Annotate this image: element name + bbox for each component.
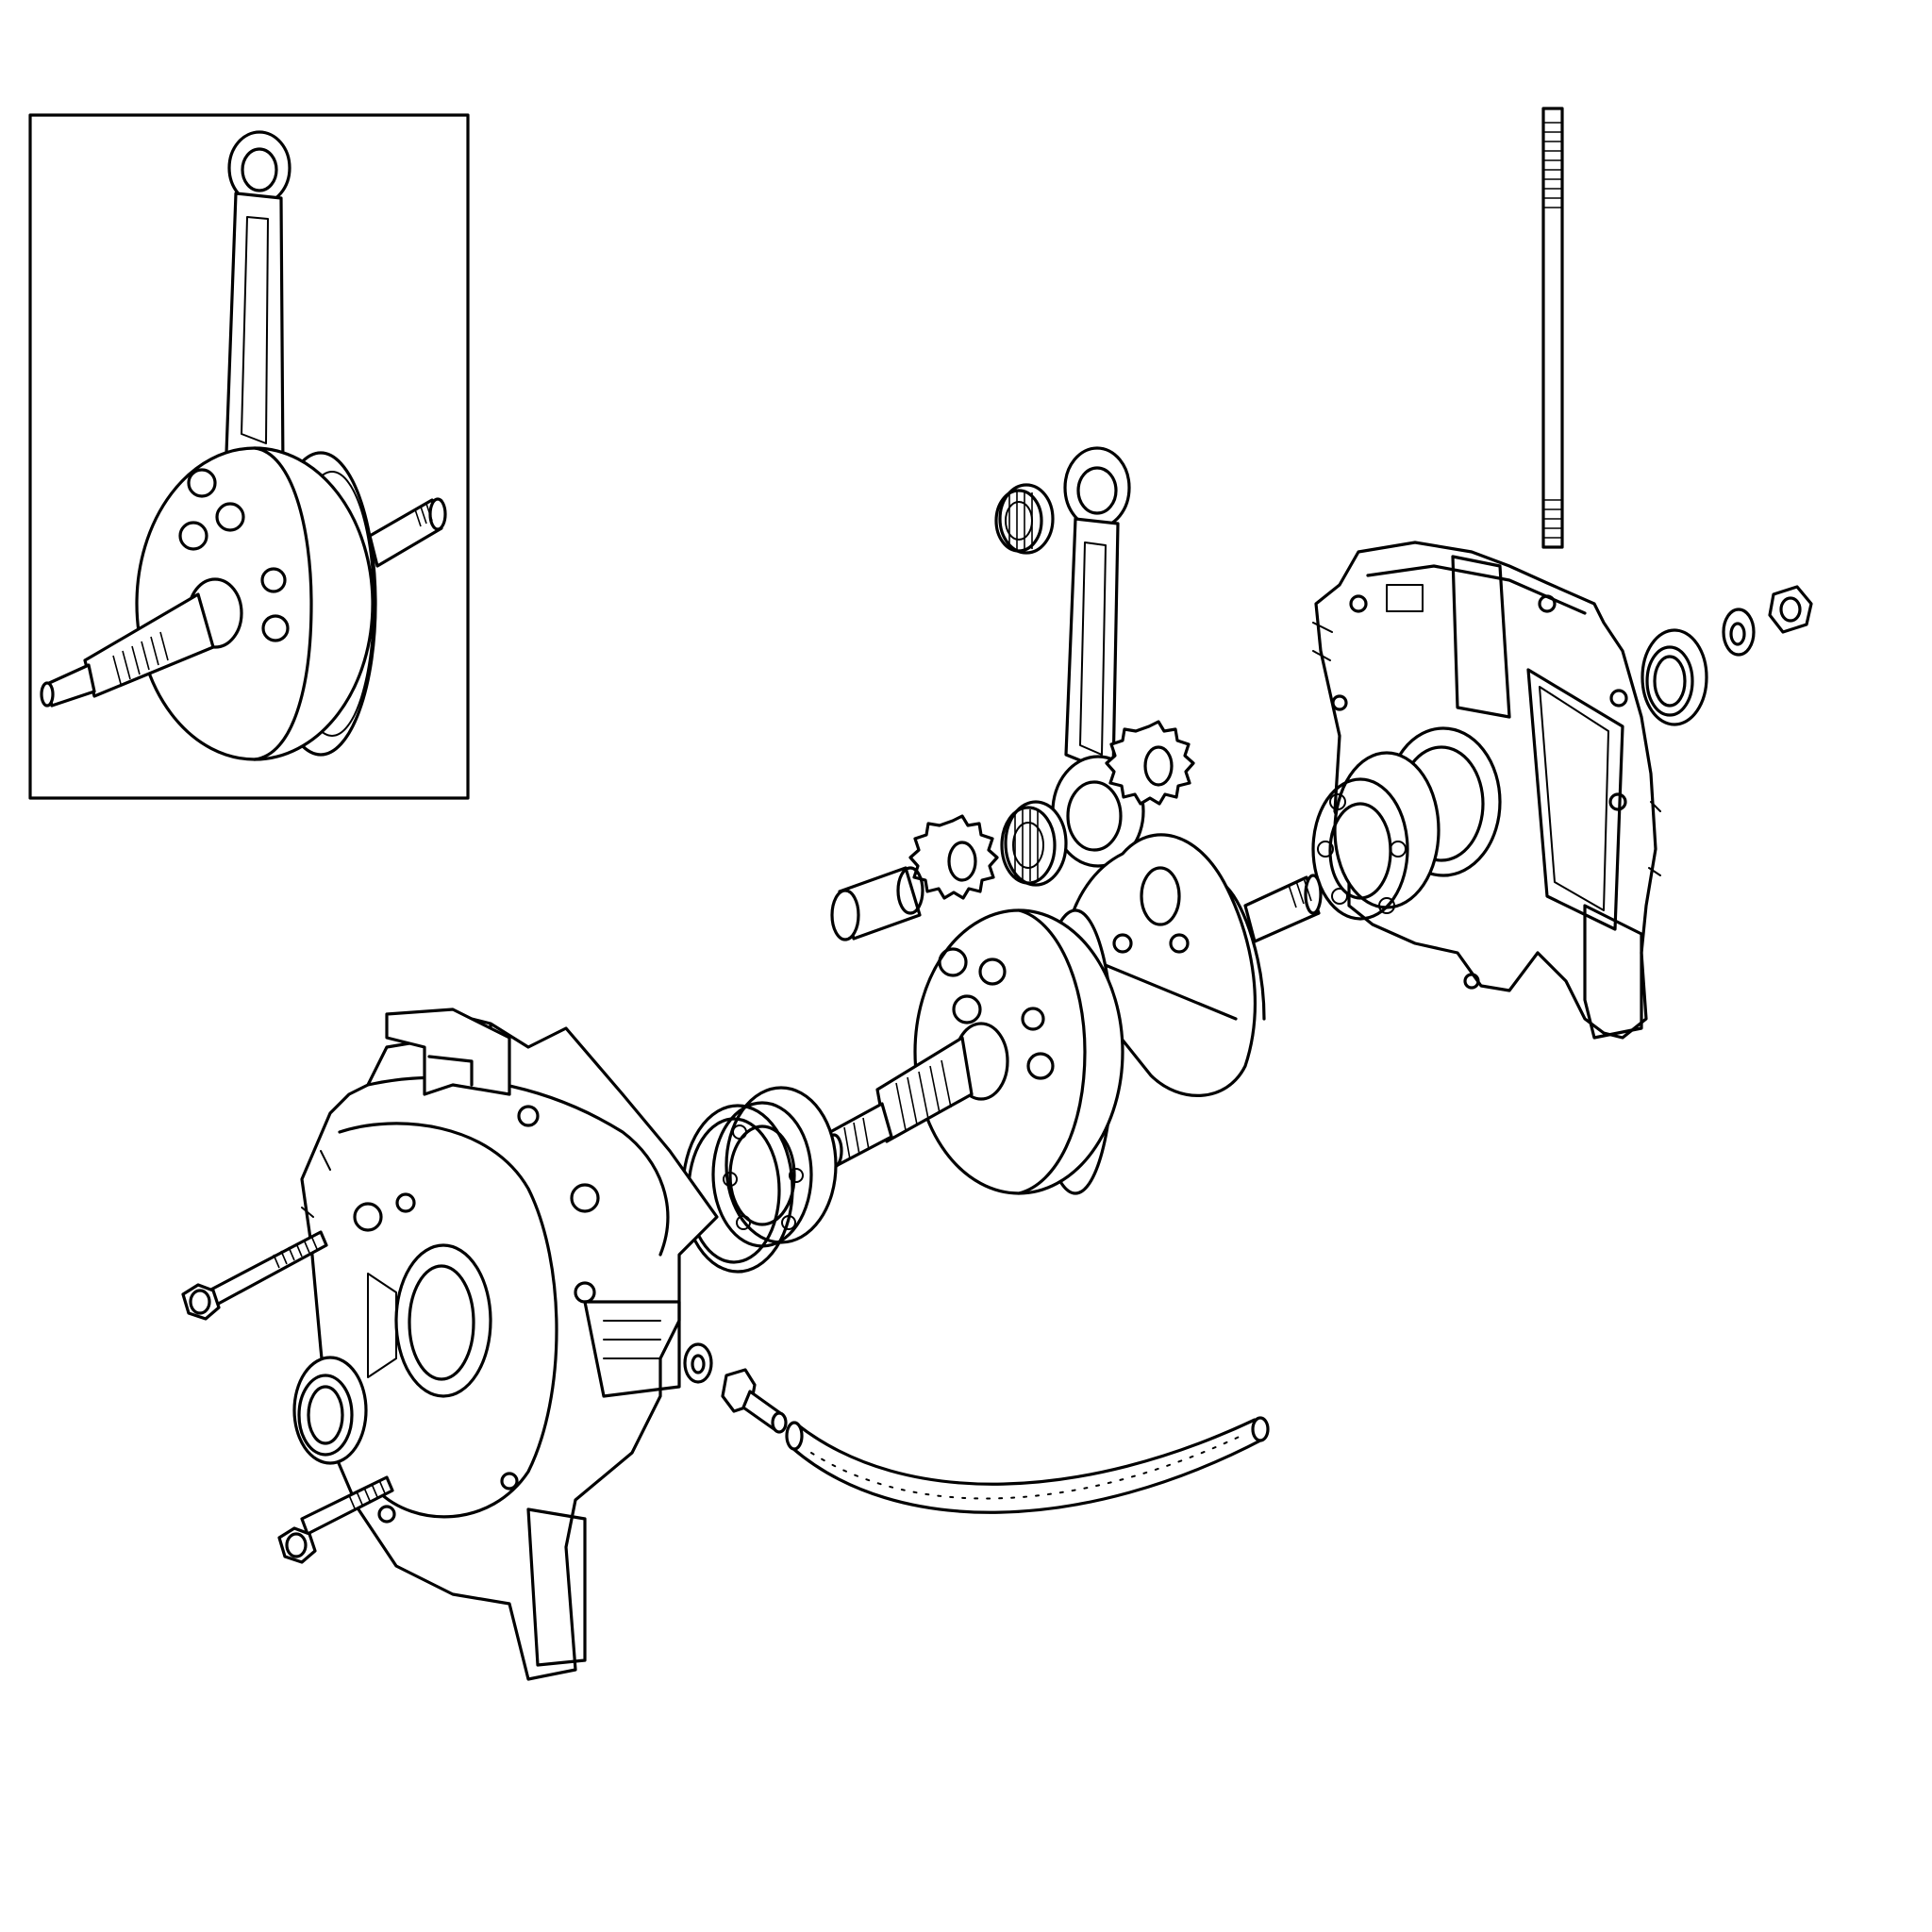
inset-frame — [28, 113, 470, 800]
case-bolt-upper — [181, 1230, 328, 1321]
breather-hose — [785, 1416, 1270, 1514]
small-end-needle-bearing — [994, 483, 1055, 555]
left-oil-seal — [292, 1356, 368, 1465]
left-crankshaft-taper — [824, 1022, 1009, 1169]
right-oil-seal — [1641, 628, 1708, 726]
thrust-washer-right — [1105, 720, 1195, 806]
inset-right-shaft — [368, 497, 447, 568]
right-main-bearing — [1311, 751, 1441, 921]
stud-washer — [1722, 608, 1756, 657]
inset-left-shaft — [40, 577, 243, 708]
left-flywheel-half — [913, 908, 1124, 1195]
cylinder-stud — [1541, 107, 1564, 549]
inset-flywheel-front — [135, 446, 375, 761]
case-bolt-lower — [277, 1475, 394, 1564]
crank-pin — [830, 866, 924, 941]
inset-assembled-crankshaft — [40, 130, 447, 761]
thrust-washer-left — [908, 814, 999, 900]
hose-fitting — [721, 1368, 788, 1434]
inset-connecting-rod — [225, 130, 291, 474]
left-crankcase-half — [300, 1008, 719, 1681]
connecting-rod — [1051, 446, 1145, 868]
fitting-washer — [683, 1342, 713, 1384]
right-crankshaft-stub — [1243, 874, 1323, 943]
stud-nut — [1768, 585, 1813, 634]
big-end-needle-bearing — [1000, 800, 1068, 887]
